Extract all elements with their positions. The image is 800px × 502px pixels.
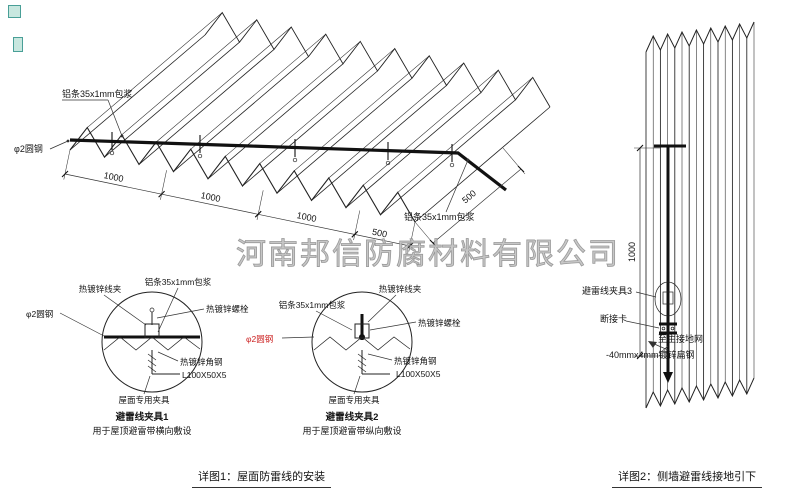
corrugation-line <box>121 19 257 136</box>
corrugation-line <box>207 63 344 180</box>
wire-clamp-marks <box>109 132 455 168</box>
roof-lightning-wire-group <box>69 132 507 192</box>
label-round-steel-roof: φ2圆钢 <box>14 143 43 154</box>
corrugation-line <box>104 41 240 158</box>
clamp3-detail-circle <box>654 281 682 317</box>
d2-label-round-steel: φ2圆钢 <box>246 334 273 344</box>
wall-annotations: 1000 避雷线夹具3 断接卡 至主接地网 -40mmx4mm镀锌扁钢 <box>582 144 703 383</box>
wall-dim-1000: 1000 <box>627 242 637 262</box>
corrugation-line <box>328 62 464 179</box>
roof-dimension-bottom: 1000 1000 1000 500 <box>61 149 416 252</box>
corrugation-line <box>414 106 551 223</box>
corrugation-line <box>380 99 516 216</box>
corrugation-line <box>69 34 206 151</box>
caption-detail-1: 详图1：屋面防雷线的安装 <box>192 468 332 488</box>
caption-detail-2: 详图2：侧墙避雷线接地引下 <box>612 468 763 488</box>
ground-arrow <box>663 372 673 383</box>
corrugation-line <box>311 85 447 201</box>
label-alu-strip-top: 铝条35x1mm包浆 <box>62 88 133 99</box>
roof-labels: 铝条35x1mm包浆 φ2圆钢 铝条35x1mm包浆 <box>14 88 475 222</box>
corner-mark-icon <box>13 37 23 52</box>
d2-label-alu-strip: 铝条35x1mm包浆 <box>279 300 346 310</box>
d2-label-angle-size: L100X50X5 <box>396 369 441 379</box>
corrugation-line <box>242 70 378 187</box>
label-disconnect: 断接卡 <box>600 313 627 324</box>
dim-500-right: 500 <box>460 188 478 205</box>
d2-subtitle: 用于屋顶避雷带纵向敷设 <box>302 425 401 436</box>
wall-bottom-edge <box>645 377 755 409</box>
label-flat-steel: -40mmx4mm镀锌扁钢 <box>606 349 695 360</box>
corrugation-line <box>138 49 275 165</box>
corrugation-line <box>259 48 395 164</box>
d2-label-wire-clamp: 热镀锌线夹 <box>379 284 422 294</box>
corrugation-line <box>294 55 430 172</box>
wall-corrugated-sheet <box>645 21 755 409</box>
d2-label-roof-clamp: 屋面专用夹具 <box>328 395 380 405</box>
d1-label-round-steel: φ2圆钢 <box>26 309 53 319</box>
to-ground-arrow <box>648 341 657 348</box>
dim-500-bottom: 500 <box>371 227 388 240</box>
corrugation-line <box>87 12 223 128</box>
d1-label-wire-clamp: 热镀锌线夹 <box>79 284 122 294</box>
corrugation-line <box>276 77 413 194</box>
label-clamp-3: 避雷线夹具3 <box>582 285 632 296</box>
d1-subtitle: 用于屋顶避雷带横向敷设 <box>92 425 191 436</box>
d1-label-roof-clamp: 屋面专用夹具 <box>118 395 170 405</box>
lightning-wire <box>69 138 507 192</box>
label-to-ground: 至主接地网 <box>658 333 703 344</box>
detail-circle-1: 热镀锌线夹 铝条35x1mm包浆 热镀锌螺栓 φ2圆钢 热镀锌角钢 L100X5… <box>26 277 249 436</box>
corrugation-line <box>225 41 361 157</box>
corrugation-line <box>397 77 533 193</box>
d2-label-bolt: 热镀锌螺栓 <box>418 318 461 328</box>
d1-title: 避雷线夹具1 <box>116 411 170 423</box>
label-alu-strip-right: 铝条35x1mm包浆 <box>404 211 475 222</box>
roof-corrugated-sheet <box>69 11 551 223</box>
d1-label-angle-steel: 热镀锌角钢 <box>180 357 223 367</box>
d1-label-bolt: 热镀锌螺栓 <box>206 304 249 314</box>
dim-1000-c: 1000 <box>296 210 318 224</box>
d2-label-angle-steel: 热镀锌角钢 <box>394 356 437 366</box>
d2-title: 避雷线夹具2 <box>326 411 379 423</box>
dim-1000-a: 1000 <box>103 170 125 184</box>
d1-label-angle-size: L100X50X5 <box>182 370 227 380</box>
wall-top-edge <box>645 21 755 53</box>
corrugation-line <box>363 69 499 186</box>
corrugation-line <box>190 33 326 150</box>
corner-mark-icon <box>8 5 21 18</box>
dim-1000-b: 1000 <box>200 190 222 204</box>
detail-circle-2: 铝条35x1mm包浆 热镀锌线夹 热镀锌螺栓 φ2圆钢 热镀锌角钢 L100X5… <box>246 284 461 436</box>
d1-label-alu-strip: 铝条35x1mm包浆 <box>145 277 212 287</box>
corrugation-line <box>173 56 309 172</box>
corrugation-line <box>156 26 292 143</box>
